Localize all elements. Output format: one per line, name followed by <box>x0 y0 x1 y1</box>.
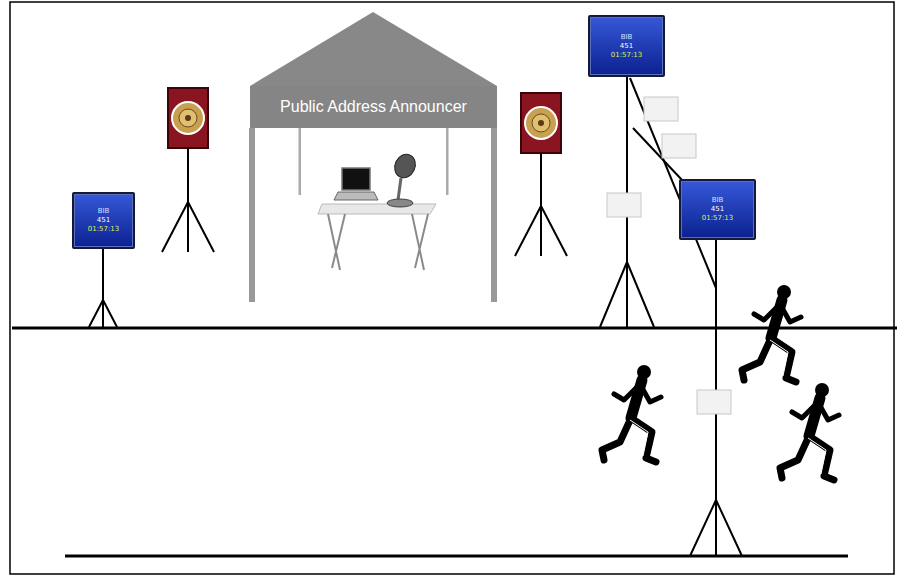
timing-sensor <box>607 193 641 217</box>
race-time: 01:57:13 <box>702 214 733 223</box>
banner-title: Public Address Announcer <box>280 98 467 116</box>
runner-silhouette <box>780 383 839 480</box>
race-time: 01:57:13 <box>611 51 642 60</box>
runner-silhouette <box>602 365 661 462</box>
microphone-stand <box>398 178 401 200</box>
laptop-screen <box>342 168 370 190</box>
scoreboard-display: BIB45101:57:13 <box>72 192 135 249</box>
display-pole <box>102 248 104 327</box>
bib-label: BIB <box>712 196 724 205</box>
scoreboard-display: BIB45101:57:13 <box>588 15 665 77</box>
race-time: 01:57:13 <box>88 225 119 234</box>
pa-speaker <box>521 93 561 153</box>
speaker-tripod <box>515 206 567 256</box>
timing-sensor <box>644 97 678 121</box>
pa-speaker <box>168 88 208 148</box>
runner-silhouette <box>742 285 801 382</box>
table-legs <box>328 214 428 270</box>
bib-number: 451 <box>97 216 110 225</box>
timing-sensor <box>662 134 696 158</box>
laptop-base <box>334 192 378 200</box>
tent-interior <box>301 128 446 198</box>
frame-border <box>10 2 894 574</box>
tent-pole <box>249 128 255 302</box>
bib-number: 451 <box>711 205 724 214</box>
tent-pole <box>491 128 497 302</box>
display-tripod <box>600 262 654 327</box>
timing-sensor <box>697 390 731 414</box>
tent-roof <box>250 12 497 86</box>
course-edge <box>12 327 897 330</box>
display-tripod <box>690 500 742 556</box>
bib-label: BIB <box>621 33 633 42</box>
bib-label: BIB <box>98 207 110 216</box>
speaker-tripod <box>162 202 214 252</box>
table-top <box>318 204 436 214</box>
bib-number: 451 <box>620 42 633 51</box>
scoreboard-display: BIB45101:57:13 <box>679 179 756 240</box>
announcer-banner: Public Address Announcer <box>250 86 497 128</box>
display-tripod <box>89 300 117 327</box>
microphone-base <box>387 199 413 207</box>
microphone-head <box>391 151 419 181</box>
course-edge <box>65 555 848 558</box>
